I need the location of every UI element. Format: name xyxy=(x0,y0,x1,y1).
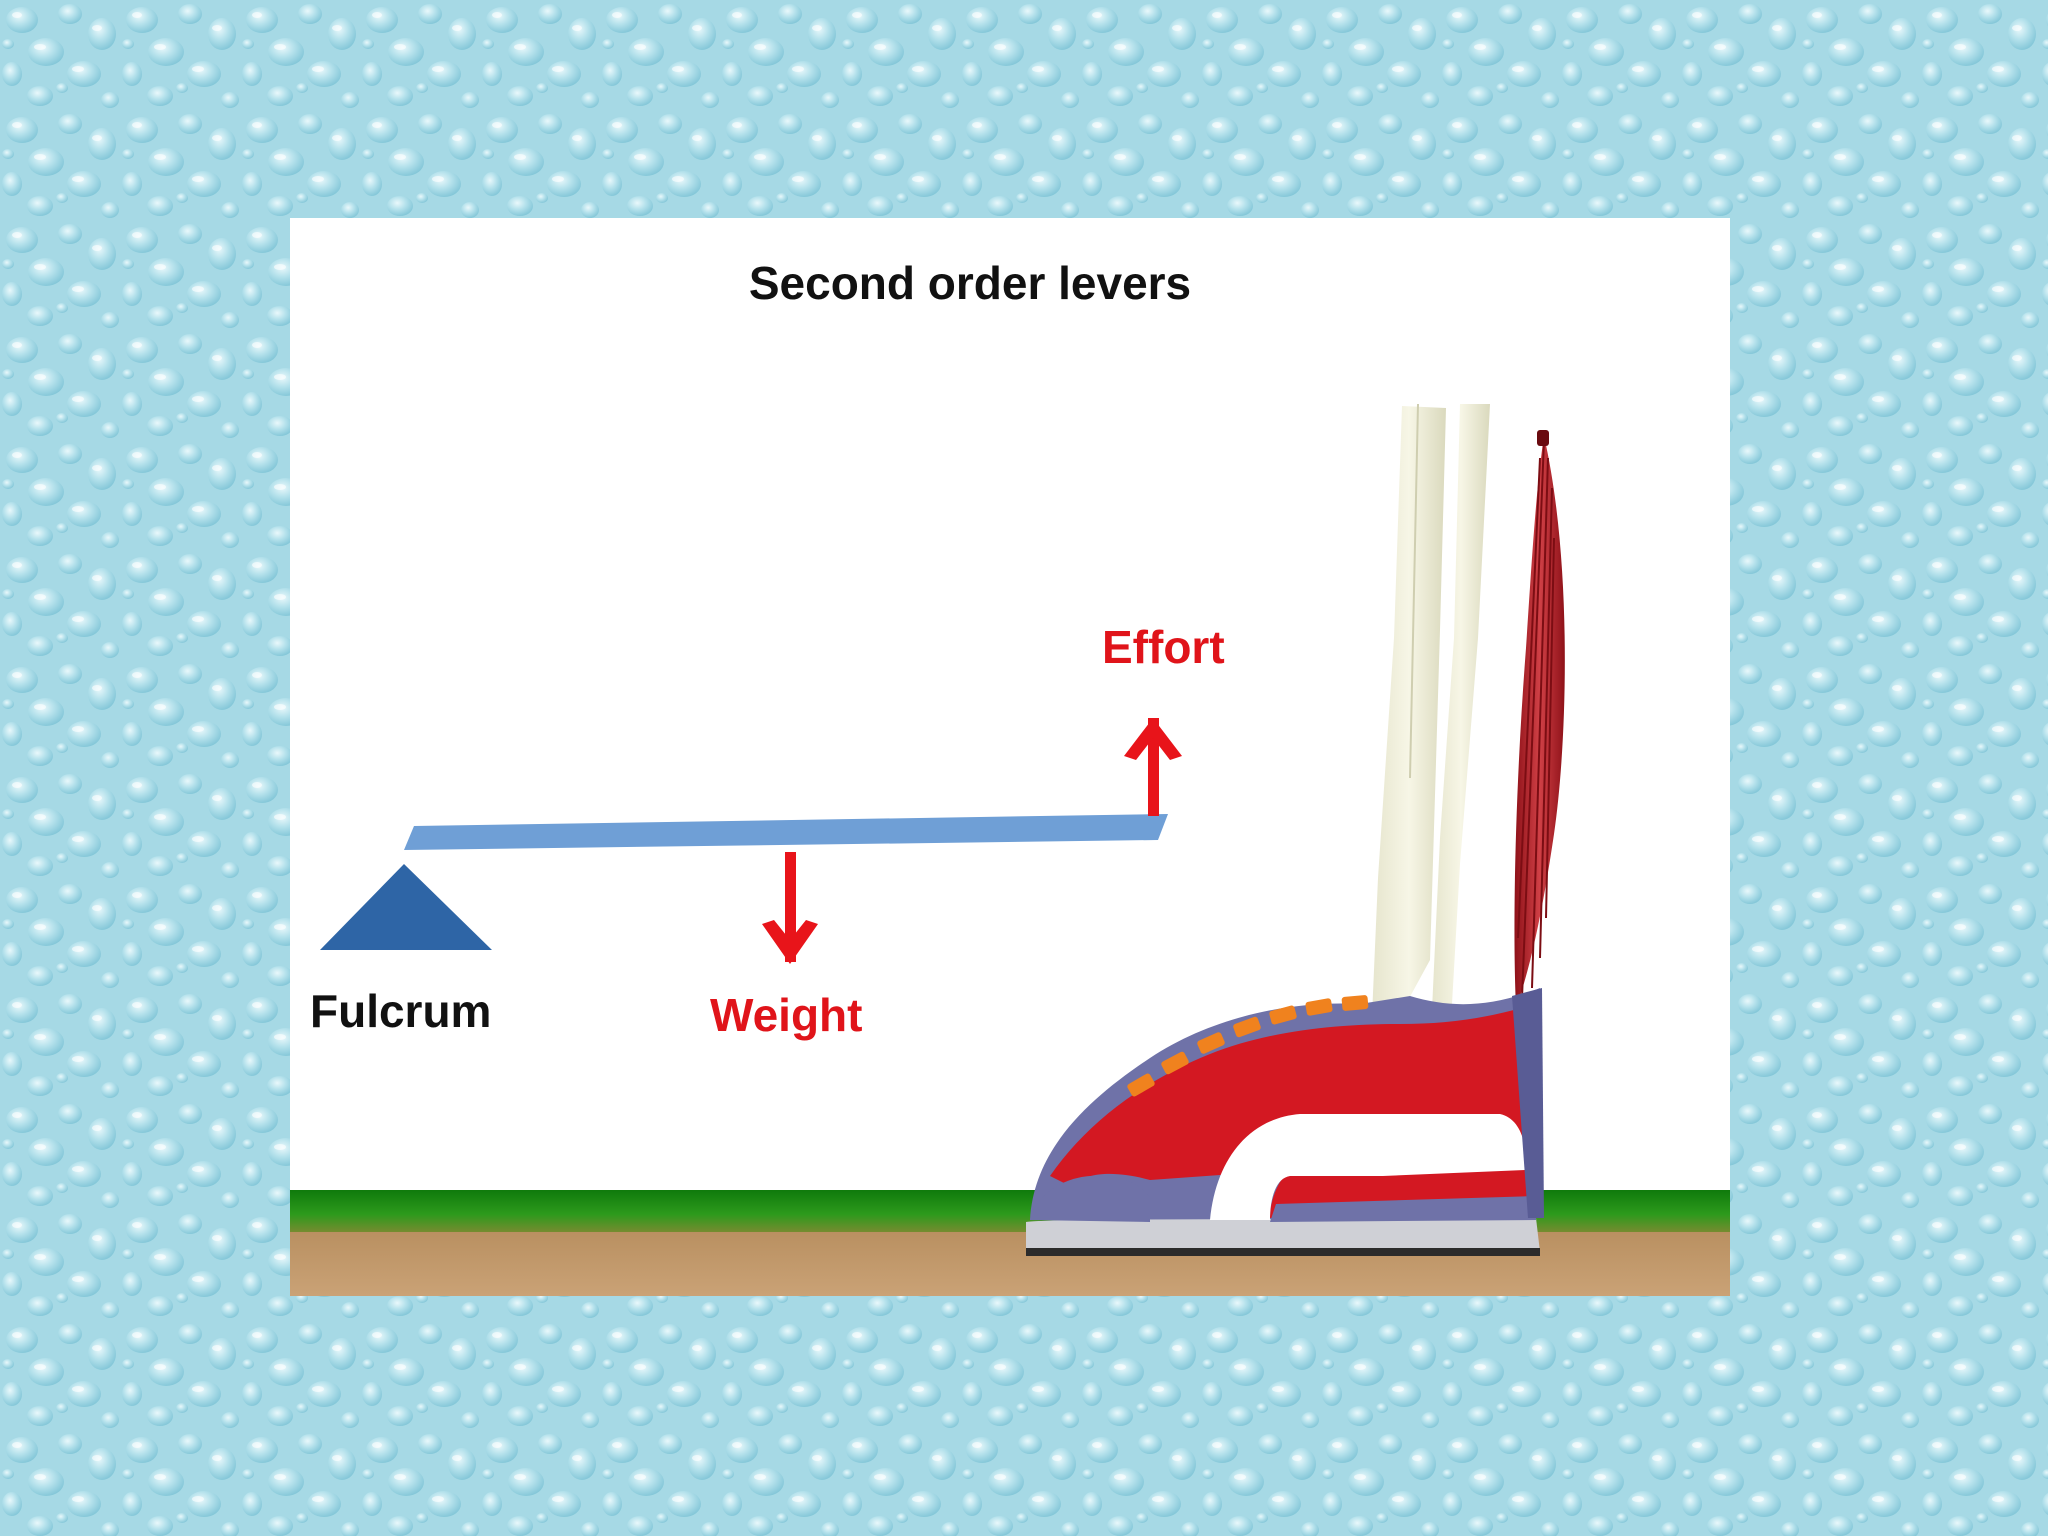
arrow-up-icon xyxy=(1124,718,1182,816)
lever-diagram xyxy=(290,403,1730,1296)
arrow-down-icon xyxy=(762,852,818,964)
diagram-panel: Second order levers Effort Weight Fulcru… xyxy=(290,218,1730,1296)
lever-beam xyxy=(404,814,1168,850)
triangle-fulcrum-icon xyxy=(320,864,492,950)
effort-label: Effort xyxy=(1102,621,1225,673)
fulcrum-label: Fulcrum xyxy=(310,985,492,1037)
shoe-leg-illustration xyxy=(1026,403,1565,1256)
diagram-title: Second order levers xyxy=(748,257,1192,309)
weight-label: Weight xyxy=(710,989,863,1041)
